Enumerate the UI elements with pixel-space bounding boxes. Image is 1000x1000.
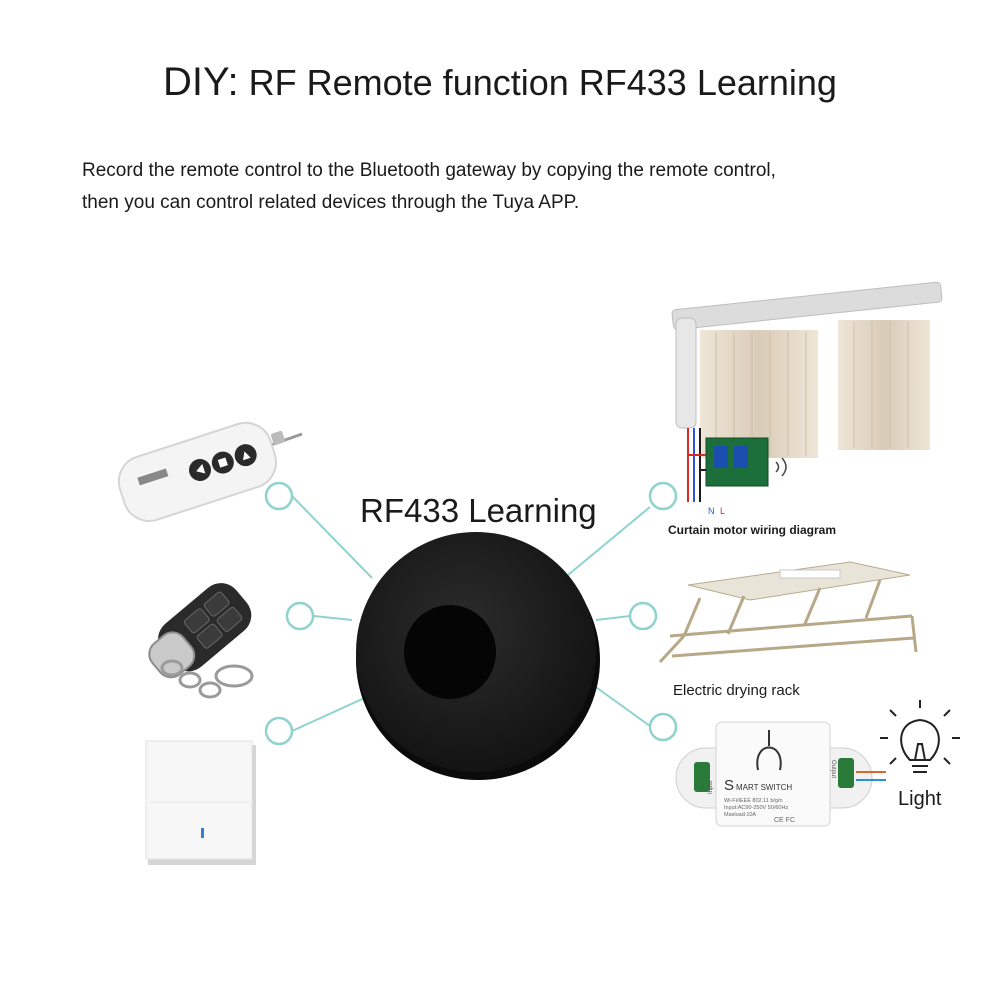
key-fob-remote-icon <box>148 583 254 699</box>
drying-rack-icon <box>658 561 918 664</box>
switch-spec-1: Wi-Fi/IEEE 802.11 b/g/n <box>724 798 783 804</box>
wireless-signal-icon <box>775 457 787 477</box>
light-caption: Light <box>898 788 942 810</box>
white-remote-icon <box>117 421 303 522</box>
page-title: DIY: RF Remote function RF433 Learning <box>0 60 1000 105</box>
connector-node-right-bottom <box>648 712 678 742</box>
switch-brand-label: MART SWITCH <box>736 783 792 792</box>
connector-node-right-mid <box>628 601 658 631</box>
switch-spec-2: Input:AC90-250V 50/60Hz <box>724 805 788 811</box>
smart-switch-module-icon: S MART SWITCH Wi-Fi/IEEE 802.11 b/g/n In… <box>675 721 886 827</box>
rf-gateway-hub <box>356 532 600 780</box>
description-line-2: then you can control related devices thr… <box>82 192 580 213</box>
light-bulb-icon <box>880 700 960 773</box>
switch-spec-3: Maxload:10A <box>724 812 756 818</box>
wall-switch-icon <box>145 740 256 865</box>
connector-node-left-top <box>264 481 294 511</box>
connector-line-left-mid <box>313 615 353 621</box>
connector-lines <box>291 495 651 732</box>
switch-side-input: Input <box>708 780 714 794</box>
connector-node-right-top <box>648 481 678 511</box>
description-line-1: Record the remote control to the Bluetoo… <box>82 160 776 181</box>
connector-nodes <box>264 481 678 746</box>
hub-label: RF433 Learning <box>360 492 597 529</box>
title-main: RF Remote function RF433 Learning <box>248 62 837 103</box>
connector-node-left-bottom <box>264 716 294 746</box>
connector-node-left-mid <box>285 601 315 631</box>
hub-center-button <box>404 605 496 699</box>
connector-line-left-top <box>291 495 373 579</box>
connector-line-right-mid <box>595 615 631 621</box>
title-prefix: DIY: <box>163 60 239 104</box>
curtain-motor-icon: N L <box>671 281 943 516</box>
switch-brand-s: S <box>724 777 734 794</box>
description: Record the remote control to the Bluetoo… <box>82 155 952 219</box>
wiring-label-l: L <box>720 506 725 516</box>
switch-side-output: Output <box>830 760 836 778</box>
connector-line-right-top <box>567 506 651 576</box>
switch-cert-marks: CE FC <box>774 817 795 824</box>
drying-rack-caption: Electric drying rack <box>673 682 800 699</box>
wiring-label-n: N <box>708 506 715 516</box>
curtain-caption: Curtain motor wiring diagram <box>668 523 837 537</box>
